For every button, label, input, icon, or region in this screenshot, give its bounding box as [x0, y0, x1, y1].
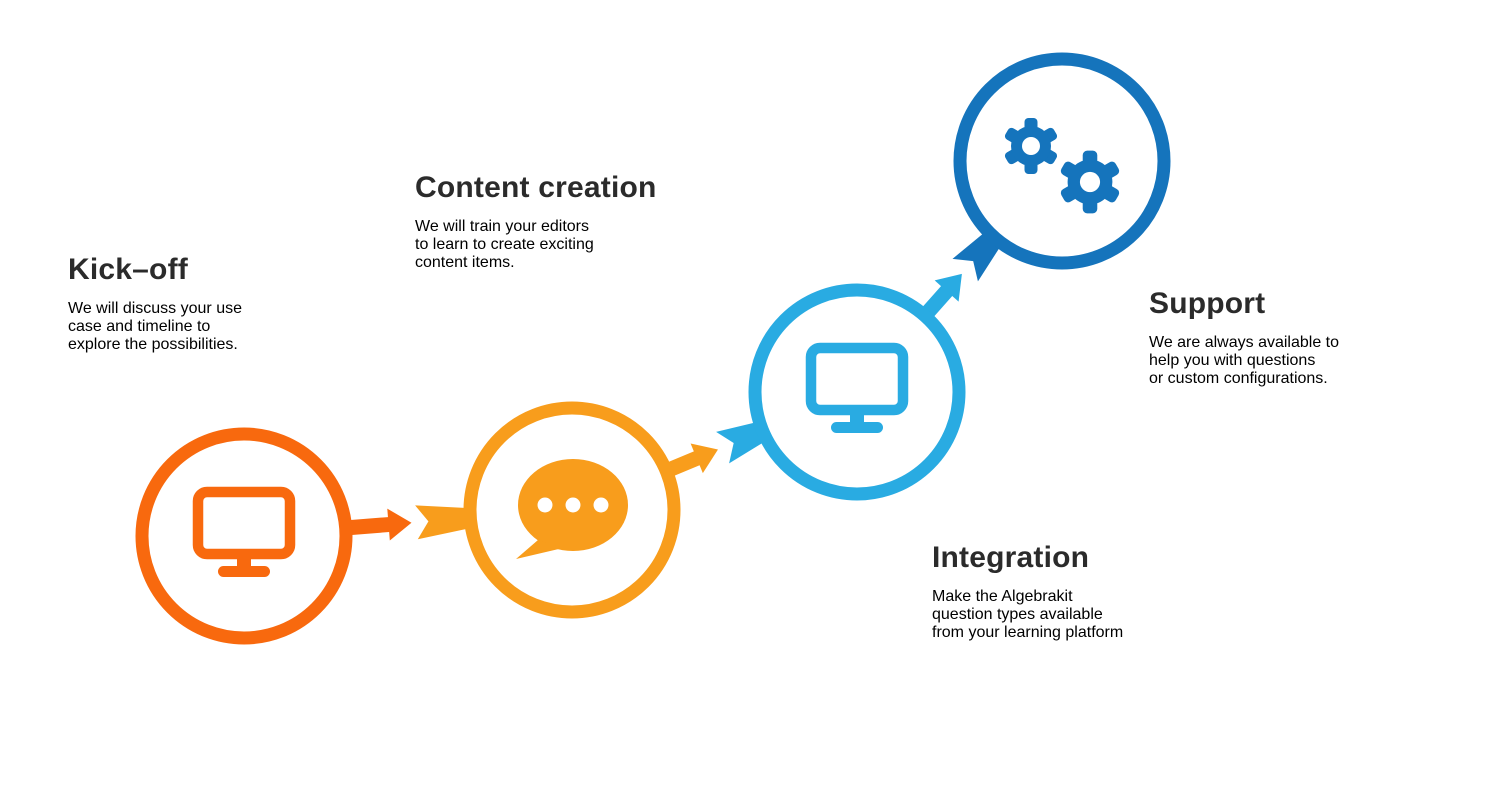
connector-arrow-1: [338, 505, 478, 541]
monitor-icon: [805, 342, 909, 433]
step-circle-integration: [748, 283, 966, 501]
step-description-line: case and timeline to: [68, 318, 211, 335]
step-description-line: help you with questions: [1149, 352, 1316, 369]
step-description-line: We will train your editors: [415, 218, 589, 235]
step-description-line: or custom configurations.: [1149, 370, 1328, 387]
step-description-line: to learn to create exciting: [415, 236, 594, 253]
connector-arrow-1-notch: [415, 505, 478, 540]
step-description-line: question types available: [932, 606, 1103, 623]
speech-bubble-icon: [516, 459, 628, 559]
step-description-line: content items.: [415, 254, 515, 271]
step-description-line: explore the possibilities.: [68, 336, 238, 353]
monitor-icon: [192, 486, 296, 577]
step-circle-support: [953, 52, 1171, 270]
step-description-line: We are always available to: [1149, 334, 1340, 351]
step-label-integration: Integration Make the Algebrakit question…: [932, 541, 1123, 658]
step-title: Kick–off: [68, 253, 188, 286]
connector-arrow-1-head: [338, 508, 412, 541]
gears-icon: [1004, 118, 1120, 214]
step-label-support: Support We are always available to help …: [1149, 287, 1339, 404]
gear-icon: [1004, 118, 1058, 174]
step-title: Content creation: [415, 171, 657, 204]
step-title: Integration: [932, 541, 1090, 574]
step-description-line: Make the Algebrakit: [932, 588, 1073, 605]
step-title: Support: [1149, 287, 1266, 320]
gear-icon: [1060, 150, 1120, 214]
step-label-content-creation: Content creation We will train your edit…: [415, 171, 657, 288]
step-description-line: from your learning platform: [932, 624, 1124, 641]
step-circle-kick-off: [135, 427, 353, 645]
step-description-line: We will discuss your use: [68, 300, 242, 317]
step-label-kick-off: Kick–off We will discuss your use case a…: [68, 253, 242, 370]
